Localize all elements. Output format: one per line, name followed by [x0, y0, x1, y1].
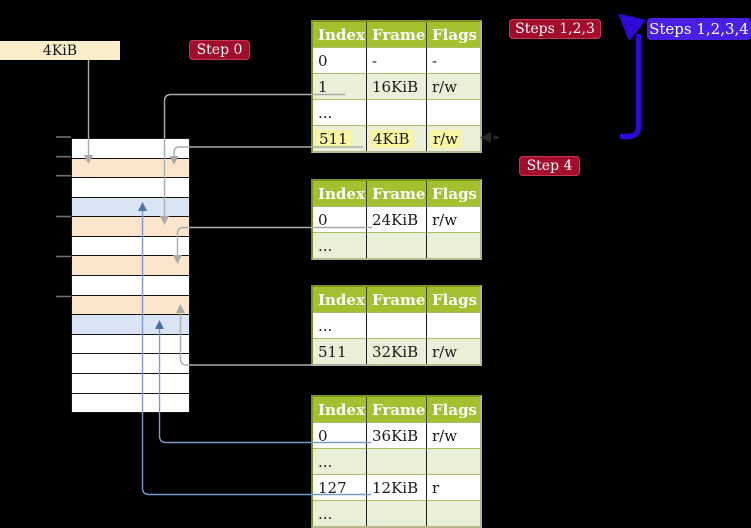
table-cell: 0: [313, 422, 367, 448]
table-cell: r/w: [427, 422, 480, 448]
column-header: Frame: [367, 287, 427, 312]
hidden-arrowhead-mark: [480, 132, 499, 143]
table-cell: [367, 500, 427, 526]
table-cell: [367, 448, 427, 474]
highlighted-value: 511: [316, 129, 351, 148]
memory-frame-row: [72, 197, 189, 218]
column-header: Frame: [367, 22, 427, 47]
table-cell: ...: [313, 312, 367, 338]
column-header: Flags: [427, 22, 480, 47]
table-cell: [427, 232, 480, 258]
table-cell: 4KiB: [367, 125, 427, 151]
badge-step-0: Step 0: [189, 40, 250, 60]
table-cell: 127: [313, 474, 367, 500]
badge-steps-123: Steps 1,2,3: [509, 19, 601, 39]
memory-frame-row: [72, 276, 189, 296]
table-cell: r: [427, 474, 480, 500]
memory-frame-row: [72, 217, 189, 237]
table-cell: [427, 500, 480, 526]
table-cell: r/w: [427, 206, 480, 232]
table-cell: [427, 99, 480, 125]
table-cell: 0: [313, 206, 367, 232]
memory-stack: [71, 138, 190, 413]
column-header: Index: [313, 397, 367, 422]
table-cell: 24KiB: [367, 206, 427, 232]
column-header: Index: [313, 181, 367, 206]
table-cell: 16KiB: [367, 73, 427, 99]
table-cell: [367, 99, 427, 125]
table-cell: [427, 312, 480, 338]
memory-frame-row: [72, 354, 189, 374]
table-cell: 511: [313, 338, 367, 364]
column-header: Frame: [367, 181, 427, 206]
memory-frame-row: [72, 315, 189, 335]
steps-loop-arrow: [618, 13, 646, 140]
memory-frame-row: [72, 178, 189, 198]
memory-frame-row: [72, 373, 189, 394]
highlighted-value: 4KiB: [370, 129, 413, 148]
memory-frame-row: [72, 334, 189, 355]
frame-boundary-ticks: [56, 136, 71, 298]
table-cell: 12KiB: [367, 474, 427, 500]
memory-frame-row: [72, 236, 189, 257]
memory-frame-row: [72, 139, 189, 159]
table-cell: 32KiB: [367, 338, 427, 364]
table-cell: 1: [313, 73, 367, 99]
memory-frame-row: [72, 295, 189, 316]
badge-step-4: Step 4: [519, 156, 580, 176]
badge-steps-1234: Steps 1,2,3,4: [647, 18, 751, 40]
table-cell: ...: [313, 99, 367, 125]
column-header: Frame: [367, 397, 427, 422]
column-header: Flags: [427, 181, 480, 206]
highlighted-value: r/w: [430, 129, 462, 148]
memory-frame-row: [72, 393, 189, 413]
table-cell: [427, 448, 480, 474]
memory-frame-row: [72, 256, 189, 277]
table-cell: -: [427, 47, 480, 73]
table-cell: r/w: [427, 125, 480, 151]
table-cell: ...: [313, 500, 367, 526]
column-header: Index: [313, 22, 367, 47]
column-header: Flags: [427, 287, 480, 312]
table-cell: [367, 312, 427, 338]
table-cell: r/w: [427, 73, 480, 99]
table-cell: -: [367, 47, 427, 73]
table-cell: 36KiB: [367, 422, 427, 448]
table-cell: 511: [313, 125, 367, 151]
table-cell: 0: [313, 47, 367, 73]
table-cell: [367, 232, 427, 258]
table-cell: ...: [313, 448, 367, 474]
column-header: Index: [313, 287, 367, 312]
frame-size-label: 4KiB: [0, 41, 120, 60]
table-cell: r/w: [427, 338, 480, 364]
column-header: Flags: [427, 397, 480, 422]
table-cell: ...: [313, 232, 367, 258]
memory-frame-row: [72, 158, 189, 179]
